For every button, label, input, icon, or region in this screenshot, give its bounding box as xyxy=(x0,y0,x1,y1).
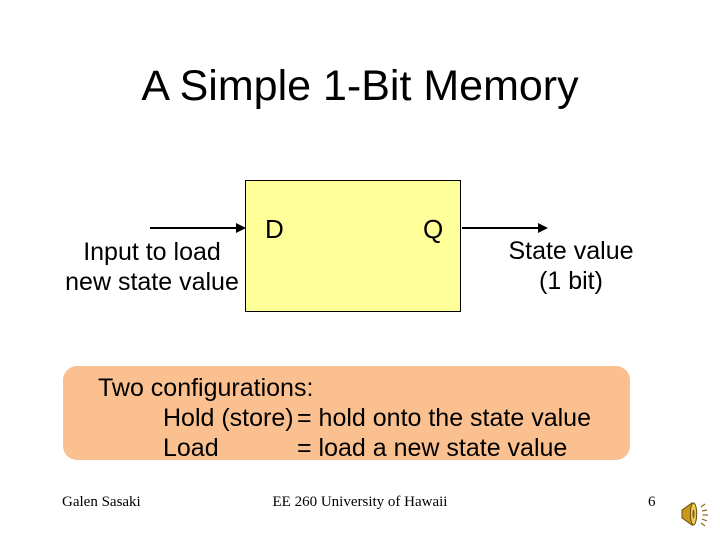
input-label-line2: new state value xyxy=(65,268,239,296)
memory-box xyxy=(245,180,461,312)
speaker-icon[interactable] xyxy=(679,500,713,529)
output-label: State value (1 bit) xyxy=(496,236,646,296)
configurations-title: Two configurations: xyxy=(98,374,314,402)
output-label-line2: (1 bit) xyxy=(539,267,603,295)
slide-title: A Simple 1-Bit Memory xyxy=(141,62,579,110)
configuration-label: Load xyxy=(163,434,219,462)
configuration-definition: = hold onto the state value xyxy=(297,404,591,432)
footer-author: Galen Sasaki xyxy=(62,494,141,510)
configuration-label: Hold (store) xyxy=(163,404,294,432)
page-number: 6 xyxy=(648,494,656,510)
output-arrow-line xyxy=(462,227,539,229)
configuration-definition: = load a new state value xyxy=(297,434,568,462)
input-label: Input to load new state value xyxy=(40,237,264,297)
footer-course: EE 260 University of Hawaii xyxy=(272,494,448,510)
pin-label-q: Q xyxy=(423,214,444,244)
output-arrow-head-icon xyxy=(538,223,548,233)
configurations-box: Two configurations: Hold (store) = hold … xyxy=(63,366,630,463)
pin-label-d: D xyxy=(265,214,284,244)
configuration-row-hold: Hold (store) = hold onto the state value xyxy=(63,403,630,433)
input-label-line1: Input to load xyxy=(83,238,221,266)
input-arrow-line xyxy=(150,227,237,229)
output-label-line1: State value xyxy=(508,237,634,265)
configuration-row-load: Load = load a new state value xyxy=(63,433,630,463)
input-arrow-head-icon xyxy=(236,223,246,233)
